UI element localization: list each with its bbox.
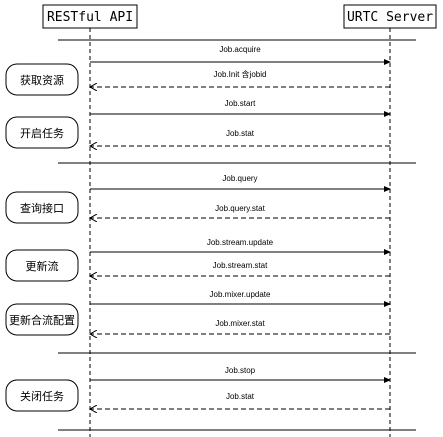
message-label: Job.stat (226, 129, 255, 138)
message-label: Job.stream.stat (213, 261, 268, 270)
message-label: Job.stat (226, 392, 255, 401)
actor-urtc-server: URTC Server (343, 4, 437, 29)
message-job-query-stat: Job.query.stat (90, 204, 390, 218)
step-update-stream: 更新流 (5, 249, 79, 282)
message-label: Job.stop (225, 366, 256, 375)
step-query-interface: 查询接口 (5, 191, 79, 224)
message-job-start: Job.start (90, 99, 391, 117)
actor-restful-api: RESTful API (42, 4, 138, 29)
message-label: Job.query (222, 174, 257, 183)
message-label: Job.start (225, 99, 256, 108)
section-separators (58, 39, 416, 431)
step-label: 查询接口 (20, 201, 64, 215)
message-job-stat: Job.stat (90, 129, 390, 146)
message-label: Job.stream.update (207, 238, 274, 247)
step-update-mixer-config: 更新合流配置 (5, 303, 79, 336)
message-label: Job.query.stat (215, 204, 265, 213)
message-label: Job.mixer.update (210, 290, 271, 299)
message-job-init: Job.Init 含jobid (90, 69, 390, 87)
message-job-stream-stat: Job.stream.stat (90, 261, 390, 276)
message-label: Job.Init 含jobid (214, 69, 267, 79)
message-label: Job.acquire (219, 45, 261, 54)
message-job-stop: Job.stop (90, 366, 391, 383)
message-job-stat-final: Job.stat (90, 392, 390, 409)
actor-restful-api-label: RESTful API (47, 10, 133, 25)
actor-urtc-server-label: URTC Server (347, 10, 433, 25)
step-label: 开启任务 (20, 127, 64, 140)
message-job-mixer-stat: Job.mixer.stat (90, 319, 390, 334)
step-start-task: 开启任务 (5, 116, 79, 149)
message-label: Job.mixer.stat (215, 319, 265, 328)
step-acquire-resource: 获取资源 (5, 63, 79, 96)
message-job-acquire: Job.acquire (90, 45, 391, 65)
step-label: 关闭任务 (20, 389, 64, 403)
step-label: 获取资源 (20, 73, 64, 87)
message-job-mixer-update: Job.mixer.update (90, 290, 391, 307)
message-job-query: Job.query (90, 174, 391, 192)
step-close-task: 关闭任务 (5, 379, 79, 412)
step-label: 更新流 (26, 259, 59, 273)
message-job-stream-update: Job.stream.update (90, 238, 391, 255)
step-label: 更新合流配置 (9, 313, 75, 327)
